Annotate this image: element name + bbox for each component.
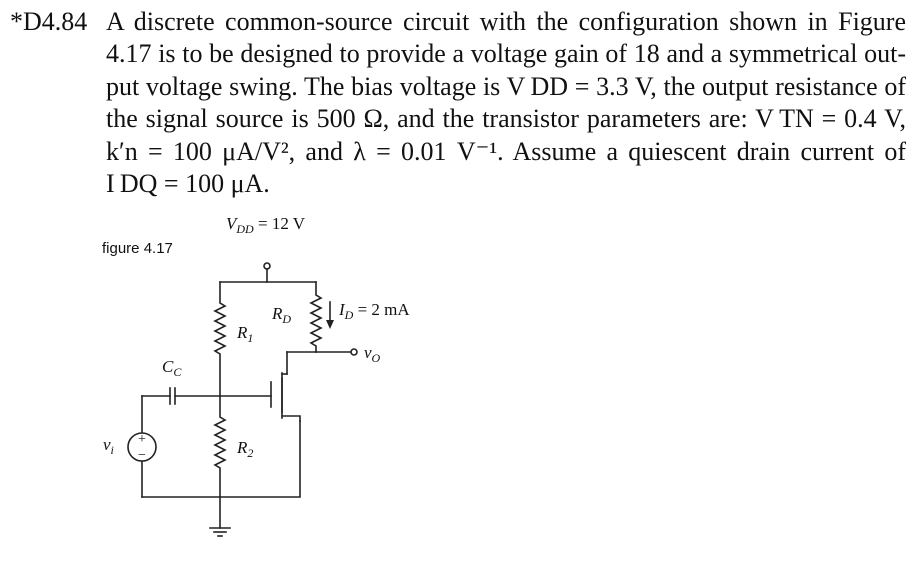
supply-rail bbox=[219, 268, 317, 283]
signal-source bbox=[127, 395, 157, 498]
problem-line-4: the signal source is 500 Ω, and the tran… bbox=[106, 104, 906, 134]
vdd-label: VDD = 12 V bbox=[226, 214, 306, 236]
rd-label: RD bbox=[271, 304, 291, 326]
r1-label: R1 bbox=[236, 323, 253, 345]
r1-resistor bbox=[213, 281, 227, 397]
r2-resistor bbox=[213, 395, 227, 498]
problem-number: *D4.84 bbox=[10, 7, 88, 36]
source-plus-sign: + bbox=[138, 432, 146, 447]
output-node bbox=[286, 348, 358, 356]
ground-rail bbox=[141, 420, 301, 529]
cc-label: CC bbox=[162, 357, 182, 379]
figure-caption: figure 4.17 bbox=[102, 240, 173, 257]
vi-label: vi bbox=[103, 435, 114, 457]
ground-icon bbox=[209, 527, 231, 537]
problem-line-2: 4.17 is to be designed to provide a volt… bbox=[106, 39, 906, 69]
problem-line-3: put voltage swing. The bias voltage is V… bbox=[106, 71, 906, 101]
drain-current-arrow bbox=[326, 301, 334, 329]
vo-label: vO bbox=[364, 343, 381, 365]
cc-capacitor bbox=[141, 387, 176, 405]
id-label: ID = 2 mA bbox=[338, 300, 410, 322]
problem-body: A discrete common-source circuit with th… bbox=[106, 6, 906, 200]
r2-label: R2 bbox=[236, 438, 253, 460]
problem-line-5: k′n = 100 μA/V², and λ = 0.01 V⁻¹. Assum… bbox=[106, 136, 906, 166]
problem-line-1: A discrete common-source circuit with th… bbox=[106, 7, 906, 36]
mosfet-transistor bbox=[270, 351, 301, 422]
rd-resistor bbox=[309, 281, 323, 353]
source-minus-sign: − bbox=[138, 448, 146, 463]
vdd-terminal bbox=[263, 262, 271, 270]
problem-line-6: I DQ = 100 μA. bbox=[106, 169, 270, 199]
